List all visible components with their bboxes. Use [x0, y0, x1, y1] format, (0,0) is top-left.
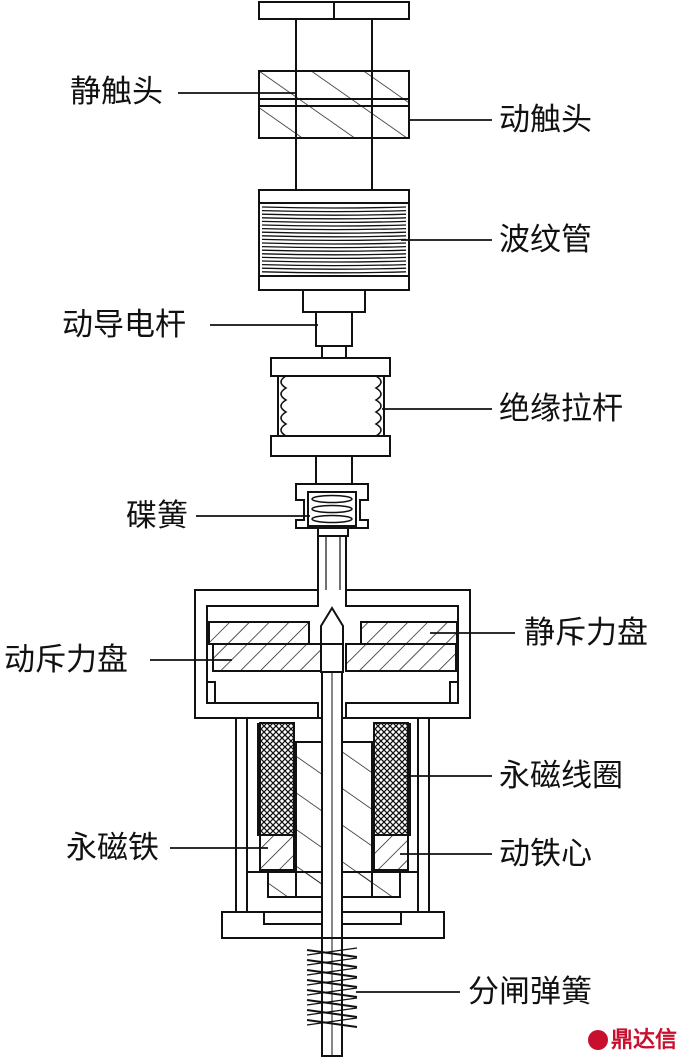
label-insulating-pull-rod: 绝缘拉杆 — [499, 391, 623, 427]
moving-repulsion-disc-left — [212, 643, 322, 672]
moving-repulsion-disc-right — [345, 643, 457, 672]
label-moving-iron-core: 动铁心 — [499, 836, 592, 872]
watermark-logo: 鼎达信 — [587, 1028, 677, 1054]
permanent-magnet-right — [373, 834, 409, 871]
label-moving-conductor-rod: 动导电杆 — [62, 307, 186, 343]
contact-neck — [295, 137, 373, 191]
label-permanent-magnet-coil: 永磁线圈 — [499, 758, 623, 794]
watermark-seal-icon — [587, 1030, 608, 1050]
core-shaft — [321, 671, 343, 939]
watermark-text: 鼎达信 — [610, 1028, 677, 1053]
moving-conductor-rod — [302, 289, 366, 359]
repulsion-hub — [320, 606, 344, 673]
label-disc-spring: 碟簧 — [126, 498, 188, 534]
label-moving-contact: 动触头 — [499, 102, 592, 138]
contact-block — [258, 70, 410, 139]
label-opening-spring: 分闸弹簧 — [468, 974, 592, 1010]
label-bellows: 波纹管 — [499, 222, 592, 258]
label-static-repulsion-disc: 静斥力盘 — [524, 615, 648, 651]
top-terminal — [258, 1, 410, 72]
permanent-magnet-coil-left — [259, 722, 295, 836]
central-drive-rod — [317, 536, 347, 590]
label-permanent-magnet: 永磁铁 — [66, 830, 159, 866]
insulating-pull-rod — [270, 357, 391, 485]
permanent-magnet-left — [259, 834, 295, 871]
permanent-magnet-coil-right — [373, 722, 409, 836]
label-static-contact: 静触头 — [70, 74, 163, 110]
static-repulsion-disc-left — [208, 621, 310, 645]
leader-lines — [150, 92, 515, 993]
label-moving-repulsion-disc: 动斥力盘 — [4, 642, 128, 678]
opening-spring — [306, 937, 358, 1057]
disc-spring-assembly — [295, 483, 369, 537]
bellows-block — [258, 189, 410, 291]
